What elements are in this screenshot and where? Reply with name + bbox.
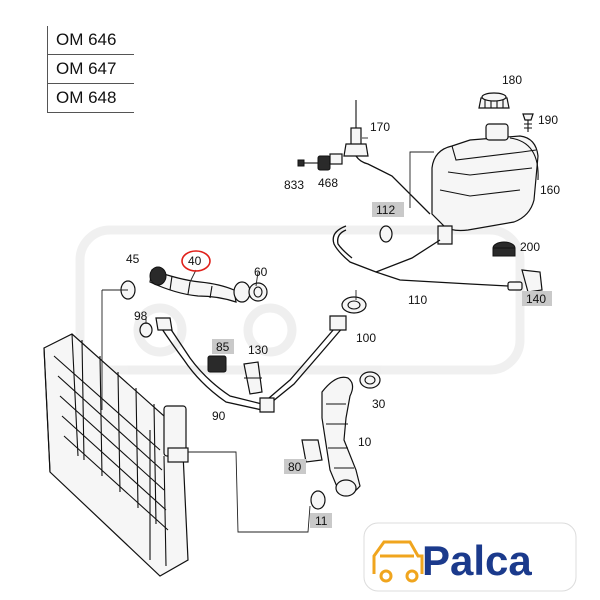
label-190: 190 <box>538 113 558 127</box>
seal-ring <box>139 322 153 338</box>
expansion-tank <box>431 123 539 245</box>
label-200: 200 <box>520 240 540 254</box>
label-170: 170 <box>370 120 390 134</box>
engine-variant: OM 647 <box>47 54 134 84</box>
label-468: 468 <box>318 176 338 190</box>
label-140: 140 <box>526 292 546 306</box>
palca-logo: Palca <box>363 522 577 592</box>
filler-cap <box>478 92 510 109</box>
bracket <box>521 269 543 293</box>
label-90: 90 <box>212 409 226 423</box>
screw <box>522 113 534 132</box>
label-11: 11 <box>315 514 328 528</box>
label-160: 160 <box>540 183 560 197</box>
hose-clamp <box>379 225 393 243</box>
upper-radiator-hose <box>120 266 268 303</box>
label-130: 130 <box>248 343 268 357</box>
level-sensor <box>297 100 431 215</box>
radiator <box>43 333 189 577</box>
engine-variant: OM 648 <box>47 83 134 113</box>
coolant-pipe <box>155 315 347 413</box>
label-100: 100 <box>356 331 376 345</box>
label-30: 30 <box>372 397 386 411</box>
hose-clamp <box>341 296 367 314</box>
leader-lines <box>101 151 434 533</box>
highlight-ring <box>181 250 211 272</box>
car-icon <box>372 540 424 583</box>
label-112: 112 <box>376 203 395 217</box>
label-45: 45 <box>126 252 140 266</box>
sensor-bracket <box>207 355 263 395</box>
label-80: 80 <box>288 460 302 474</box>
label-60: 60 <box>254 265 268 279</box>
engine-variant-table: OM 646 OM 647 OM 648 <box>47 26 134 113</box>
label-110: 110 <box>408 293 427 307</box>
label-40: 40 <box>188 254 202 268</box>
label-98: 98 <box>134 309 148 323</box>
label-10: 10 <box>358 435 372 449</box>
logo-text: Palca <box>422 537 532 584</box>
watermark-logo <box>75 225 525 375</box>
label-180: 180 <box>502 73 522 87</box>
label-833: 833 <box>284 178 304 192</box>
part-labels: 45 60 98 130 90 100 110 30 10 170 833 46… <box>126 73 560 528</box>
label-85: 85 <box>216 340 230 354</box>
vent-line <box>332 225 523 291</box>
rubber-mount <box>492 241 516 257</box>
hose-bracket <box>301 439 323 463</box>
engine-variant: OM 646 <box>47 26 134 55</box>
lower-radiator-hose <box>310 371 381 510</box>
